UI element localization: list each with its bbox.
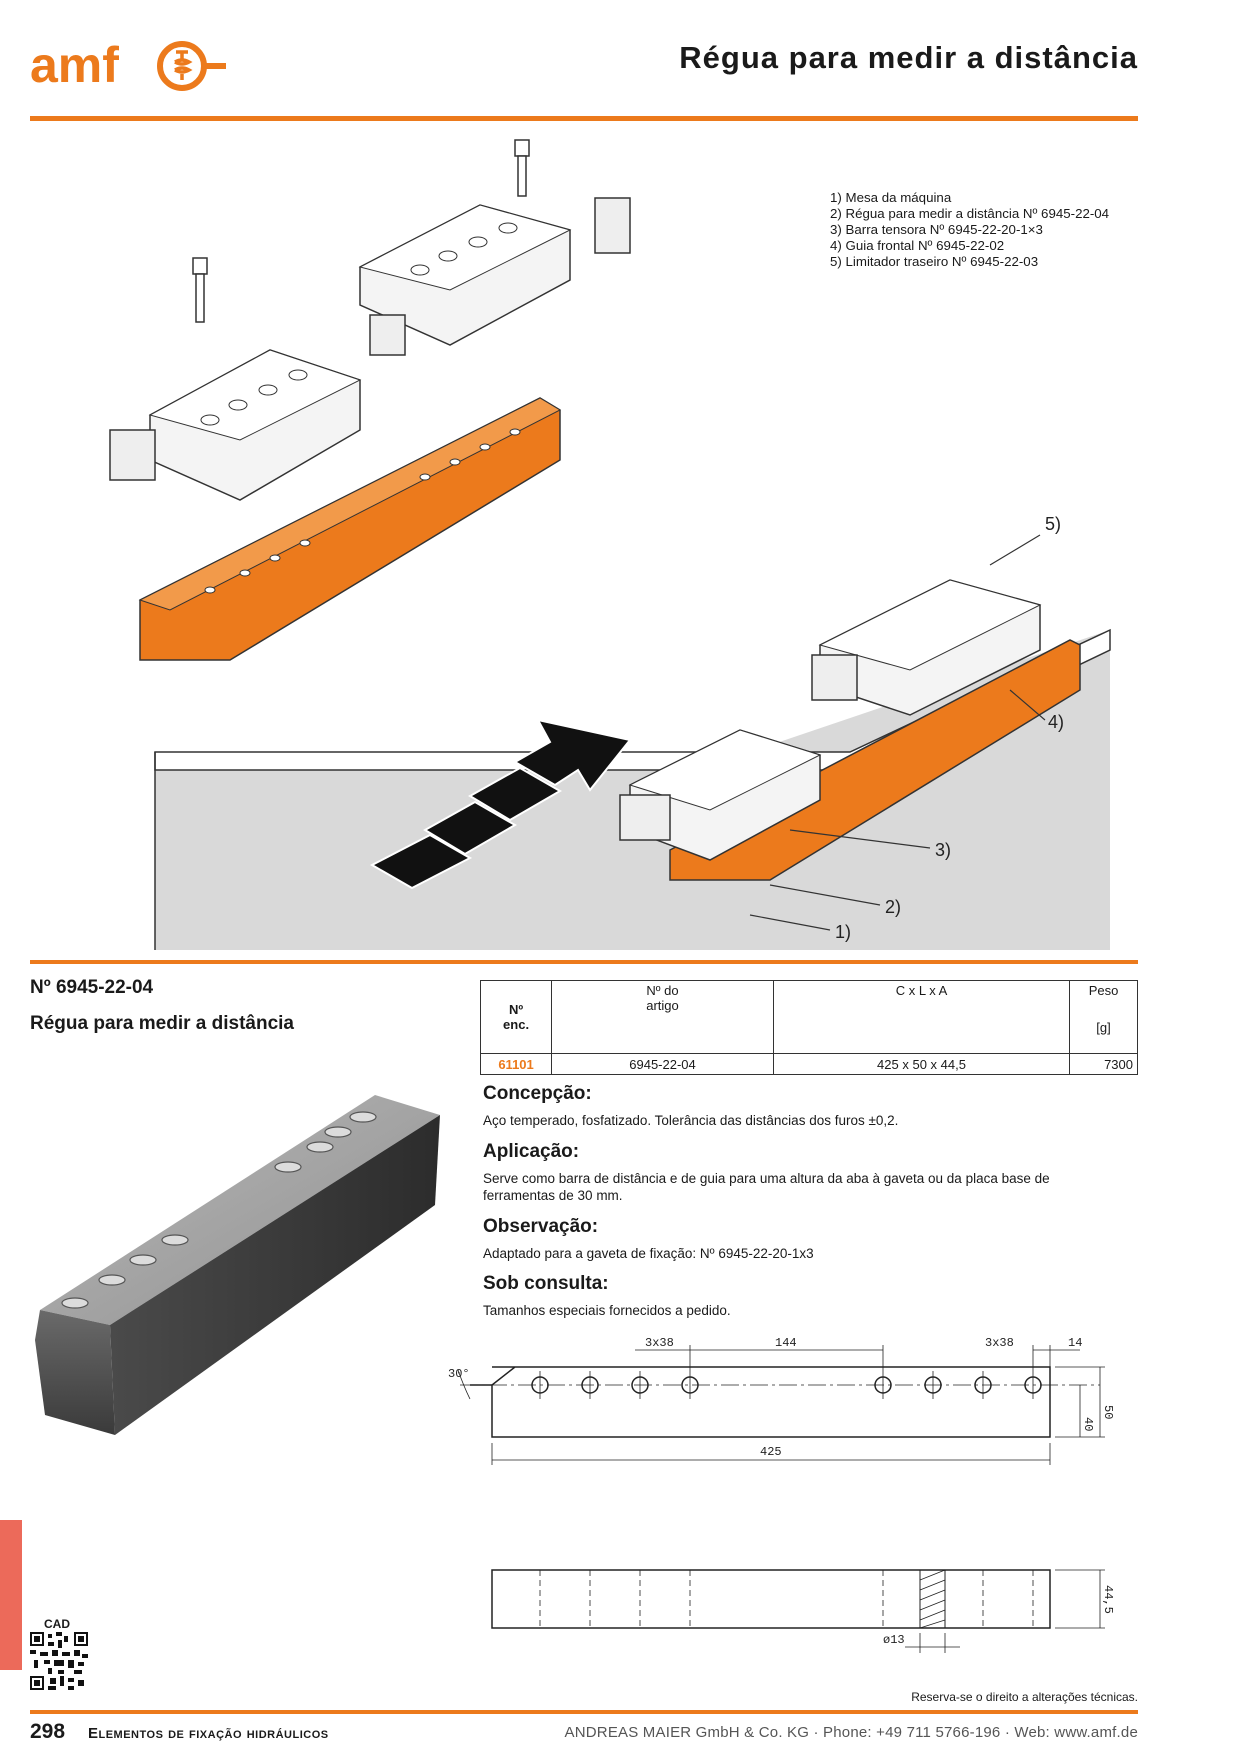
legend-item: 3) Barra tensora Nº 6945-22-20-1×3 — [830, 222, 1043, 237]
callout-2: 2) — [885, 897, 901, 917]
dim-3x38-right: 3x38 — [985, 1336, 1014, 1350]
header-rule — [30, 116, 1138, 121]
footer-section: Elementos de fixação hidráulicos — [88, 1725, 329, 1742]
dim-144: 144 — [775, 1336, 797, 1350]
legend-item: 1) Mesa da máquina — [830, 190, 952, 205]
assembly-illustration: 1) 2) 3) 4) 5) — [109, 139, 1111, 950]
legend-item: 4) Guia frontal Nº 6945-22-02 — [830, 238, 1005, 253]
cell-article: 6945-22-04 — [551, 1053, 774, 1075]
cell-weight: 7300 — [1069, 1053, 1138, 1075]
clamp-block-upper-right — [358, 204, 572, 346]
disclaimer: Reserva-se o direito a alterações técnic… — [911, 1690, 1138, 1704]
direction-arrow — [369, 718, 632, 890]
legend-item: 2) Régua para medir a distância Nº 6945-… — [830, 206, 1110, 221]
dim-diameter-13: ø13 — [883, 1633, 905, 1647]
cell-dims: 425 x 50 x 44,5 — [772, 1053, 1071, 1075]
section-rule — [30, 960, 1138, 964]
dim-30deg: 30° — [448, 1367, 470, 1381]
callout-1: 1) — [835, 922, 851, 942]
dim-40: 40 — [1081, 1417, 1095, 1431]
logo-text: amf — [30, 37, 119, 93]
technical-drawing-top: 3x38 144 3x38 14 30° 40 50 425 — [448, 1336, 1115, 1465]
dim-425: 425 — [760, 1445, 782, 1459]
legend: 1) Mesa da máquina 2) Régua para medir a… — [830, 190, 1109, 270]
concepcao-heading: Concepção: — [483, 1083, 592, 1104]
dim-50: 50 — [1101, 1405, 1115, 1419]
side-tab — [0, 1520, 22, 1670]
front-guide-assembled — [619, 729, 822, 861]
observacao-text: Adaptado para a gaveta de fixação: Nº 69… — [483, 1246, 814, 1261]
aplicacao-heading: Aplicação: — [483, 1141, 580, 1162]
cell-order-no: 61101 — [479, 1053, 553, 1075]
cad-label: CAD — [44, 1617, 70, 1631]
cad-qr-code-icon[interactable] — [30, 1632, 88, 1690]
callout-5: 5) — [1045, 514, 1061, 534]
callout-3: 3) — [935, 840, 951, 860]
concepcao-text: Aço temperado, fosfatizado. Tolerância d… — [483, 1113, 899, 1128]
dim-44-5: 44,5 — [1101, 1585, 1115, 1614]
consulta-text: Tamanhos especiais fornecidos a pedido. — [483, 1303, 731, 1318]
page-title: Régua para medir a distância — [679, 40, 1138, 75]
clamp-block-upper-left — [148, 349, 362, 501]
footer-rule — [30, 1710, 1138, 1714]
legend-item: 5) Limitador traseiro Nº 6945-22-03 — [830, 254, 1039, 269]
technical-drawing-side: 44,5 ø13 — [491, 1569, 1115, 1653]
page-number: 298 — [30, 1720, 66, 1743]
product-name: Régua para medir a distância — [30, 1013, 294, 1034]
header-dims: C x L x A — [772, 980, 1071, 1054]
consulta-heading: Sob consulta: — [483, 1273, 609, 1294]
article-number: Nº 6945-22-04 — [30, 977, 154, 998]
table-row[interactable]: 61101 6945-22-04 425 x 50 x 44,5 7300 — [479, 1053, 1138, 1075]
dim-3x38-left: 3x38 — [645, 1336, 674, 1350]
product-photo — [35, 1095, 440, 1435]
amf-logo: amf — [30, 37, 226, 93]
header-weight: Peso[g] — [1069, 980, 1138, 1054]
dim-14: 14 — [1068, 1336, 1082, 1350]
callout-4: 4) — [1048, 712, 1064, 732]
footer-company: ANDREAS MAIER GmbH & Co. KG · Phone: +49… — [564, 1724, 1138, 1741]
aplicacao-text: Serve como barra de distância e de guia … — [483, 1171, 1050, 1203]
ruler-exploded — [138, 397, 562, 661]
observacao-heading: Observação: — [483, 1216, 599, 1237]
rear-stop-assembled — [811, 579, 1042, 716]
